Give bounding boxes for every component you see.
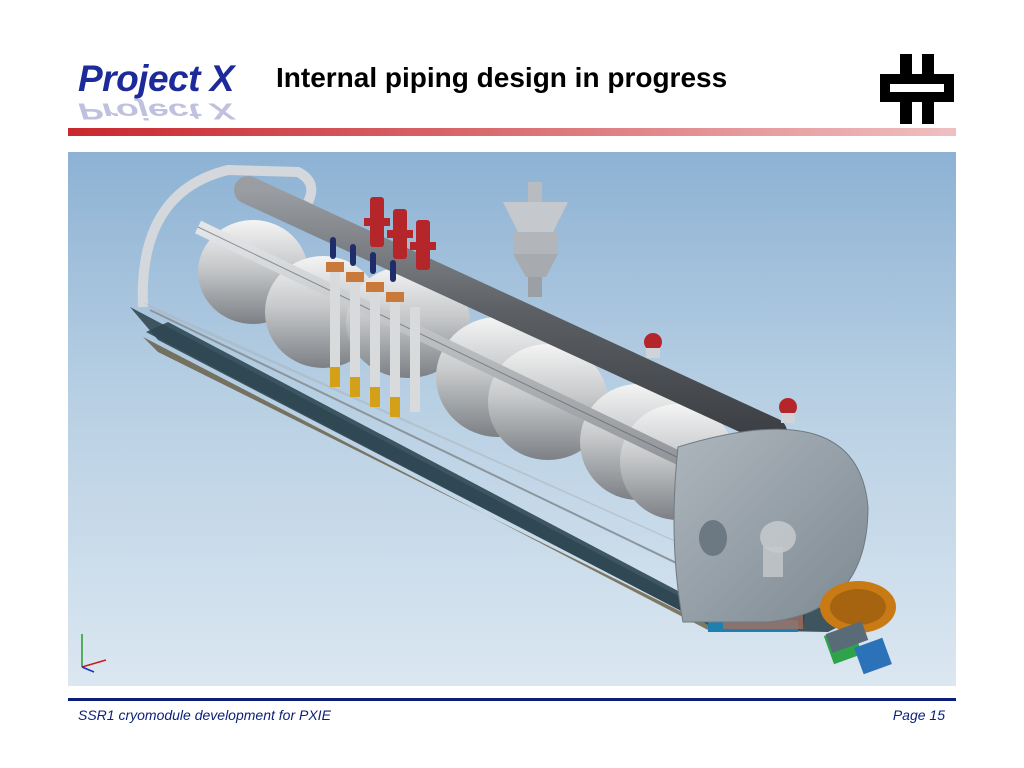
- beam-pipe: [194, 220, 712, 479]
- title-underline: [68, 128, 956, 136]
- footer-rule: [68, 698, 956, 701]
- slide-title: Internal piping design in progress: [276, 62, 728, 93]
- xyz-axis-triad-icon: [81, 634, 107, 673]
- vacuum-vessel: [137, 164, 788, 608]
- cryomodule-render: [68, 152, 956, 686]
- fermilab-logo-icon: [878, 52, 956, 126]
- logo-reflection: Project X: [78, 98, 234, 124]
- power-couplers: [326, 237, 420, 417]
- footer-caption: SSR1 cryomodule development for PXIE: [78, 707, 331, 723]
- logo-text: Project X: [78, 58, 234, 99]
- project-x-logo: Project X Project X: [78, 58, 258, 130]
- helium-header-pipe: [234, 176, 787, 446]
- relief-valve: [503, 182, 568, 297]
- end-cap: [673, 428, 869, 623]
- instrumentation-ports: [644, 333, 797, 423]
- red-feedthroughs: [364, 197, 436, 270]
- beamline-valve: [820, 581, 896, 675]
- page-number: Page 15: [892, 707, 945, 723]
